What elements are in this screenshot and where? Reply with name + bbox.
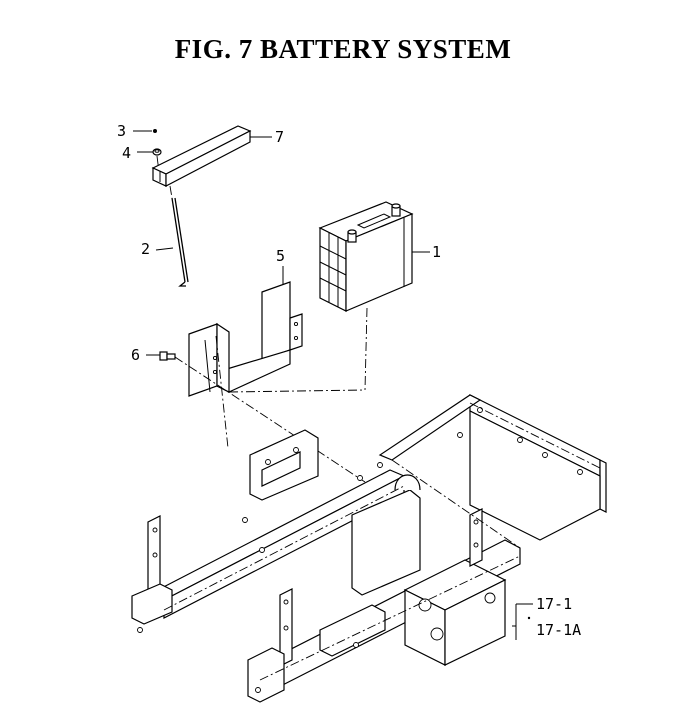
callout-5: 5	[276, 247, 285, 265]
callout-17-1: 17-1	[536, 595, 572, 613]
frame-centerlines	[163, 402, 601, 681]
axis-line-battery	[364, 307, 368, 391]
axis-line-bolt	[174, 356, 366, 483]
callout-6: 6	[131, 346, 140, 364]
bolt-part-6	[159, 351, 176, 361]
leader-lines	[133, 130, 533, 640]
callout-4: 4	[122, 144, 131, 162]
axis-line-tray	[228, 389, 366, 393]
callout-3: 3	[117, 122, 126, 140]
hold-down-rod-part-2	[169, 185, 189, 287]
battery-tray-part-5	[188, 281, 303, 397]
axis-line-rod	[215, 335, 229, 449]
battery-cover-part-7	[151, 125, 252, 187]
nut-part-3	[153, 129, 157, 133]
callout-7: 7	[275, 128, 284, 146]
frame-part-17-1	[131, 394, 607, 703]
callout-17-1a: 17-1A	[536, 621, 581, 639]
callout-1: 1	[432, 243, 441, 261]
figure-title: FIG. 7 BATTERY SYSTEM	[174, 34, 512, 64]
washer-part-4	[152, 148, 162, 156]
callout-2: 2	[141, 240, 150, 258]
battery-part-1	[318, 201, 414, 312]
